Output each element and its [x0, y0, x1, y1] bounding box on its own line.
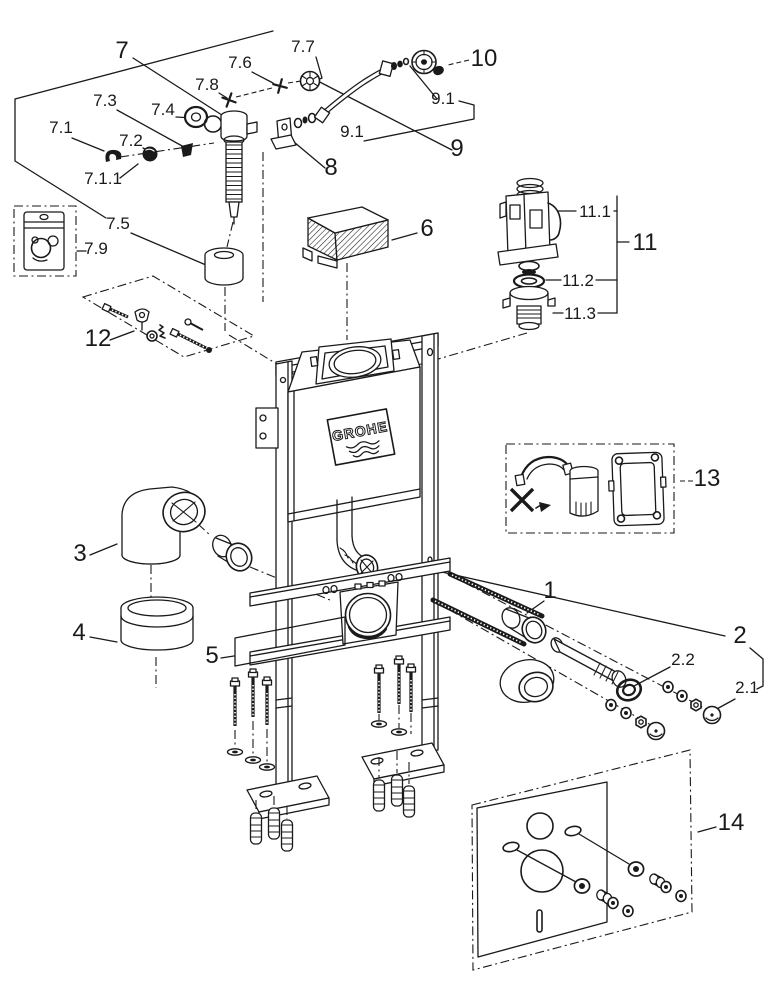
part-label-11: 11 [633, 229, 658, 256]
part-3-elbow-drawing [121, 486, 253, 572]
part-label-4: 4 [72, 619, 85, 646]
grohe-logo: GROHE [326, 408, 396, 466]
part-label-2: 2 [733, 622, 746, 649]
part-label-7-5: 7.5 [106, 214, 130, 233]
bracket-plane-5 [234, 616, 346, 667]
part-label-7: 7 [115, 37, 128, 64]
part-8-bracket-drawing [270, 112, 321, 150]
part-label-7-3: 7.3 [93, 91, 117, 110]
part-label-5: 5 [205, 642, 218, 669]
part-label-12: 12 [85, 325, 112, 352]
part-13-kit-drawing [505, 443, 675, 534]
part-12-fixing-kit-drawing [81, 275, 256, 358]
part-9-hose-drawing [313, 57, 410, 124]
part-label-2-2: 2.2 [671, 650, 695, 669]
part-7-9-service-pack-drawing [13, 205, 77, 277]
part-label-2-1: 2.1 [735, 678, 759, 697]
part-label-11-1: 11.1 [579, 202, 611, 221]
part-label-7-4: 7.4 [151, 100, 175, 119]
part-label-7-1: 7.1 [49, 118, 73, 137]
part-label-11-3: 11.3 [564, 304, 596, 323]
part-labels: 7 7.7 7.6 7.8 7.3 7.4 7.1 7.2 7.1.1 10 9… [49, 37, 759, 836]
part-label-11-2: 11.2 [562, 271, 594, 290]
part-7-fill-valve-drawing [105, 70, 321, 286]
part-label-7-6: 7.6 [228, 53, 252, 72]
floor-fixing-screws-drawing [226, 654, 418, 852]
part-4-cap-drawing [120, 596, 194, 651]
part-label-3: 3 [73, 540, 86, 567]
part-6-protection-block-drawing [302, 206, 389, 269]
part-label-6: 6 [420, 215, 433, 242]
part-10-knob-drawing [411, 49, 444, 76]
part-label-7-2: 7.2 [119, 131, 143, 150]
part-label-8: 8 [324, 154, 337, 181]
part-label-1: 1 [543, 577, 556, 604]
parts-1-2-wall-fixing-drawing [430, 571, 722, 741]
part-label-7-9: 7.9 [84, 239, 108, 258]
part-label-9-1-right: 9.1 [431, 89, 455, 108]
part-label-9: 9 [450, 135, 463, 162]
part-label-9-1-left: 9.1 [340, 122, 364, 141]
part-label-7-1-1: 7.1.1 [84, 169, 122, 188]
part-label-7-7: 7.7 [291, 37, 315, 56]
part-label-7-8: 7.8 [195, 75, 219, 94]
part-11-flush-valve-drawing [497, 177, 562, 331]
part-14-sound-insulation-drawing [471, 749, 693, 971]
part-label-10: 10 [471, 45, 498, 72]
part-label-14: 14 [718, 809, 745, 836]
installation-frame-drawing: GROHE [234, 332, 451, 820]
part-label-13: 13 [694, 465, 721, 492]
